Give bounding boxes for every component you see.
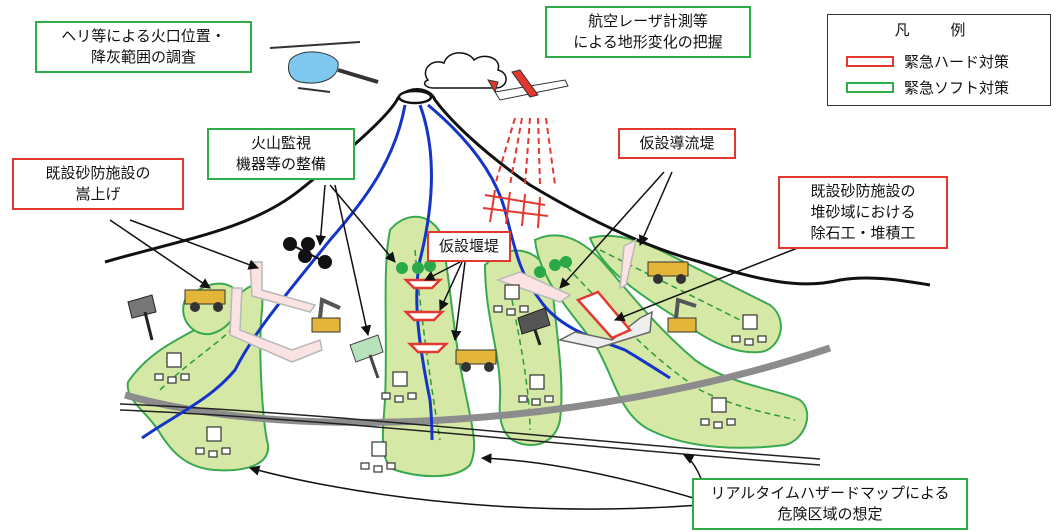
annotation-arrow — [439, 261, 463, 311]
monitoring-sensor-icon — [283, 237, 332, 269]
helicopter-icon — [269, 41, 379, 93]
label-hazard-map: リアルタイムハザードマップによる 危険区域の想定 — [692, 478, 968, 530]
legend-item-soft: 緊急ソフト対策 — [846, 77, 1009, 97]
temporary-dam — [402, 278, 444, 290]
excavator-icon — [667, 297, 697, 333]
annotation-arrow — [424, 261, 461, 281]
temporary-dam — [402, 310, 446, 322]
mountain-outline — [104, 88, 931, 287]
house-icon — [731, 314, 767, 346]
house-icon — [493, 284, 529, 316]
annotation-arrow — [129, 219, 259, 270]
annotation-arrow — [559, 171, 665, 289]
temporary-dam — [406, 342, 450, 354]
legend-label-soft: 緊急ソフト対策 — [904, 78, 1010, 97]
dump-truck-icon — [455, 349, 497, 372]
hazard-zone — [588, 234, 782, 354]
legend-swatch-hard — [846, 55, 894, 67]
river — [415, 104, 434, 441]
cloud-icon — [423, 52, 507, 89]
house-icon — [518, 374, 554, 406]
sabo-dam — [229, 287, 323, 363]
laser-scan-grid — [482, 189, 549, 229]
annotation-arrow — [480, 453, 701, 501]
camera-icon — [517, 307, 551, 346]
legend-title: 凡 例 — [894, 21, 984, 39]
annotation-arrow — [334, 184, 372, 337]
temporary-dam — [575, 290, 633, 340]
excavator-icon — [311, 297, 341, 333]
annotation-arrow — [450, 261, 466, 342]
annotation-arrow — [638, 171, 673, 246]
legend-item-hard: 緊急ハード対策 — [846, 51, 1009, 71]
sabo-dam — [249, 261, 317, 313]
river — [427, 103, 671, 380]
annotation-arrow — [315, 184, 327, 247]
annotation-arrow — [248, 465, 701, 510]
camera-icon — [127, 294, 157, 341]
dump-truck-icon — [647, 261, 689, 284]
label-heli-survey: ヘリ等による火口位置・ 降灰範囲の調査 — [35, 21, 252, 73]
dump-truck-icon — [184, 289, 226, 312]
label-existing-raise: 既設砂防施設の 嵩上げ — [12, 158, 184, 210]
house-icon — [195, 426, 231, 458]
house-icon — [700, 397, 736, 429]
road — [124, 344, 832, 426]
label-temp-dam: 仮設堰堤 — [427, 231, 511, 262]
monitoring-sensor-icon — [396, 262, 408, 274]
monitoring-sensor-icon — [534, 266, 546, 278]
annotation-arrow — [109, 219, 211, 289]
legend-label-hard: 緊急ハード対策 — [904, 52, 1010, 71]
sabo-dam — [557, 310, 653, 349]
annotation-arrow — [329, 184, 396, 263]
railway — [119, 409, 821, 466]
sabo-dam — [495, 271, 572, 303]
sabo-dam — [619, 238, 638, 290]
crater — [397, 89, 433, 105]
airplane-icon — [487, 69, 569, 101]
label-laser-survey: 航空レーザ計測等 による地形変化の把握 — [545, 6, 751, 58]
house-icon — [381, 371, 417, 403]
label-temp-guide: 仮設導流堤 — [618, 128, 736, 159]
annotation-arrow — [614, 246, 801, 322]
house-icon — [154, 352, 190, 384]
legend: 凡 例 緊急ハード対策 緊急ソフト対策 — [827, 14, 1051, 106]
label-sediment-removal: 既設砂防施設の 堆砂域における 除石工・堆積工 — [778, 176, 948, 249]
camera-icon — [349, 334, 384, 379]
label-monitoring: 火山監視 機器等の整備 — [207, 128, 355, 180]
house-icon — [360, 441, 396, 473]
legend-swatch-soft — [846, 81, 894, 93]
